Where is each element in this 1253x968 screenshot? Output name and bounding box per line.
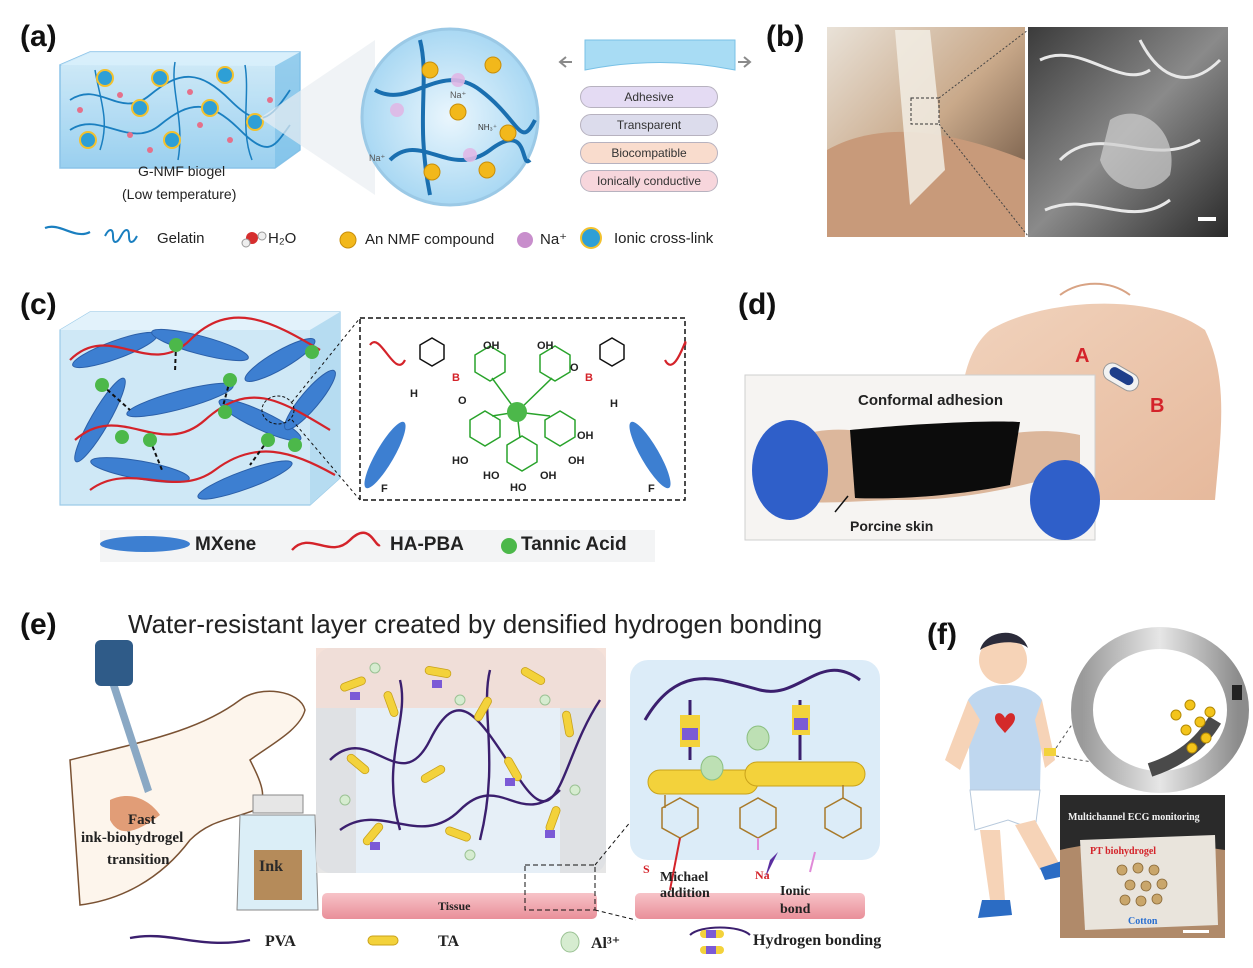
panel-f-artwork [945,627,1249,938]
panel-a-artwork [44,27,752,249]
property-pill-adhesive: Adhesive [580,86,718,108]
chem-label: OH [483,340,500,352]
chem-label: HO [452,455,469,467]
cotton-label: Cotton [1128,916,1158,927]
chem-label: B [585,372,593,384]
ecg-monitoring-label: Multichannel ECG monitoring [1068,812,1200,823]
sodium-label: Na [755,868,770,882]
panel-b-artwork [827,27,1228,237]
ion-label-na-1: Na⁺ [369,153,386,163]
panel-b-letter: (b) [766,20,805,53]
michael-label-2: addition [660,886,710,901]
wrist-text-transition: transition [107,852,170,868]
legend-nmf: An NMF compound [365,231,495,248]
legend-gelatin: Gelatin [157,230,205,247]
chem-label: OH [568,455,585,467]
legend-water: H₂O [268,230,297,247]
wrist-text-fast: Fast [128,812,156,828]
conformal-adhesion-label: Conformal adhesion [858,392,1004,409]
panel-a-letter: (a) [20,20,57,53]
panel-e-letter: (e) [20,608,57,641]
legend-mxene: MXene [195,534,257,555]
legend-ha-pba: HA-PBA [390,534,464,555]
chem-label: F [648,483,655,495]
property-pill-transparent: Transparent [580,114,718,136]
chem-label: B [452,372,460,384]
legend-ta: TA [438,933,460,950]
sulfur-label: S [643,862,650,876]
legend-crosslink: Ionic cross-link [614,230,714,247]
electrode-a-label: A [1075,345,1090,367]
panel-c-letter: (c) [20,288,57,321]
ionic-label-2: bond [780,902,811,917]
wrist-text-ink-biohydrogel: ink-biohydrogel [81,830,184,846]
amine-label: NH₃⁺ [478,123,498,132]
legend-al: Al³⁺ [591,935,621,952]
michael-label-1: Michael [660,870,709,885]
chem-label: O [570,362,579,374]
bottle-ink-label: Ink [259,858,284,875]
chem-label: HO [510,482,527,494]
panel-d-letter: (d) [738,288,777,321]
porcine-skin-label: Porcine skin [850,518,934,534]
chem-label: HO [483,470,500,482]
tissue-label: Tissue [438,899,471,913]
legend-sodium: Na⁺ [540,231,568,248]
ionic-label-1: Ionic [780,884,811,899]
panel-f-letter: (f) [927,618,957,651]
chem-label: F [381,483,388,495]
biogel-condition: (Low temperature) [122,186,237,202]
property-pill-ionically-conductive: Ionically conductive [580,170,718,192]
panel-d-artwork [744,282,1222,541]
chem-label: O [458,395,467,407]
ion-label-na-2: Na⁺ [450,90,467,100]
biogel-name: G-NMF biogel [138,163,226,179]
chem-label: H [610,398,618,410]
legend-tannic-acid: Tannic Acid [521,534,627,555]
electrode-b-label: B [1150,395,1165,417]
property-pill-biocompatible: Biocompatible [580,142,718,164]
chem-label: H [410,388,418,400]
panel-e-artwork [69,640,880,954]
panel-c-artwork [59,311,687,562]
legend-hydrogen-bonding: Hydrogen bonding [753,932,882,949]
chem-label: OH [537,340,554,352]
legend-pva: PVA [265,933,296,950]
pt-biohydrogel-label: PT biohydrogel [1090,846,1157,857]
chem-label: OH [540,470,557,482]
chem-label: OH [577,430,594,442]
panel-e-title: Water-resistant layer created by densifi… [128,609,823,639]
